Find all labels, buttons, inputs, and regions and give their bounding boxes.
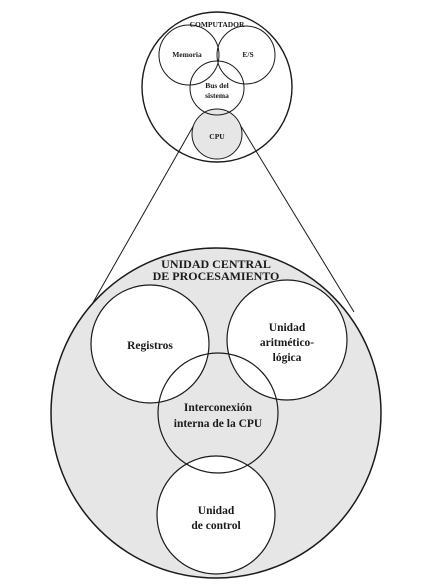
interconnect-label-line2: interna de la CPU (174, 418, 263, 430)
computer-circle (141, 11, 293, 163)
bus-label-line1: Bus del (205, 81, 229, 90)
interconnect-label-line1: Interconexión (184, 402, 253, 414)
memory-label: Memoria (172, 50, 202, 59)
system-bus-circle (189, 60, 245, 116)
zoom-line-left (77, 122, 196, 330)
alu-label-line1: Unidad (269, 322, 306, 334)
io-label: E/S (242, 50, 253, 59)
internal-interconnect-circle (157, 352, 279, 474)
control-label-line1: Unidad (198, 505, 235, 517)
computer-overview: COMPUTADOR Memoria E/S Bus del sistema C… (141, 11, 293, 163)
cpu-title-line2: DE PROCESAMIENTO (153, 269, 280, 283)
cpu-title-line1: UNIDAD CENTRAL (161, 257, 271, 271)
zoom-line-right (238, 122, 355, 313)
cpu-detail: UNIDAD CENTRAL DE PROCESAMIENTO Registro… (50, 247, 382, 579)
control-label-line2: de control (191, 520, 240, 532)
registers-label: Registros (127, 340, 173, 352)
bus-label-line2: sistema (205, 91, 229, 100)
control-unit-circle (156, 455, 276, 575)
registers-circle (90, 284, 210, 404)
io-circle (216, 25, 276, 85)
computer-title: COMPUTADOR (190, 20, 245, 29)
memory-circle (158, 24, 220, 86)
alu-circle (226, 279, 348, 401)
alu-label-line2: aritmético- (260, 337, 314, 349)
alu-label-line3: lógica (273, 352, 302, 364)
cpu-label-small: CPU (209, 132, 225, 141)
cpu-circle-small (191, 108, 243, 160)
